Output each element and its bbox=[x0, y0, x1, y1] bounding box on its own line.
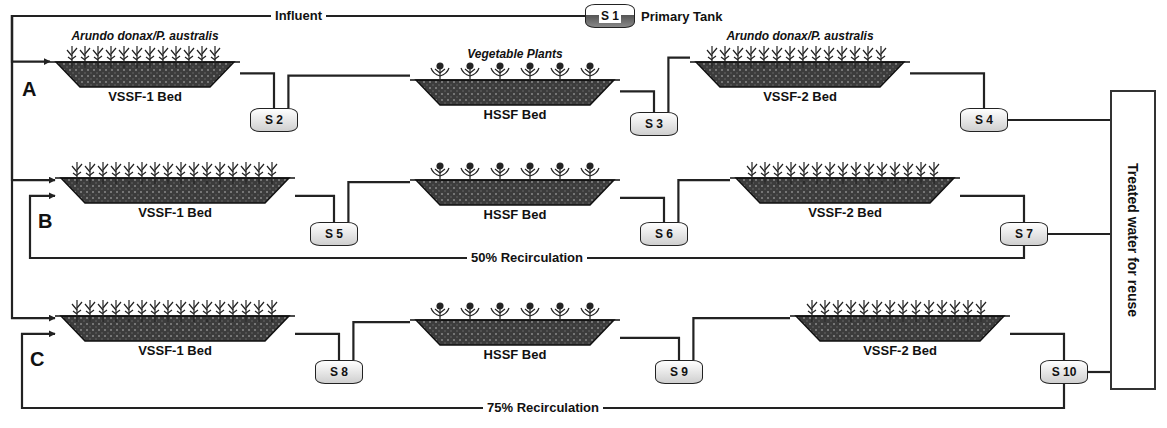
sampling-tank: S 4 bbox=[960, 108, 1008, 132]
tank-number: S 7 bbox=[1015, 227, 1033, 241]
wetland-bed: Arundo donax/P. australisVSSF-1 Bed bbox=[50, 26, 240, 105]
bed-label: VSSF-1 Bed bbox=[50, 89, 240, 105]
wetland-bed: Arundo donax/P. australisVSSF-2 Bed bbox=[690, 26, 910, 105]
tank-number: S 3 bbox=[645, 117, 663, 131]
row-letter: A bbox=[22, 78, 36, 100]
pipe-line bbox=[678, 180, 730, 222]
pipe-line bbox=[1008, 119, 1110, 121]
wetland-bed-drawing bbox=[690, 44, 910, 89]
sampling-tank: S 5 bbox=[310, 222, 358, 246]
row-letter: C bbox=[30, 348, 44, 370]
bed-label: VSSF-2 Bed bbox=[790, 343, 1010, 359]
tank-number: S 4 bbox=[975, 113, 993, 127]
outlet-box: Treated water for reuse bbox=[1110, 90, 1156, 390]
bed-label: VSSF-2 Bed bbox=[730, 205, 960, 221]
wetland-bed: VSSF-2 Bed bbox=[790, 296, 1010, 359]
edge-label: 75% Recirculation bbox=[483, 400, 603, 416]
wetland-bed: HSSF Bed bbox=[410, 160, 620, 223]
outlet-label: Treated water for reuse bbox=[1125, 163, 1141, 317]
edge-label: Influent bbox=[271, 8, 326, 24]
pipe-line bbox=[295, 196, 334, 222]
bed-label: HSSF Bed bbox=[410, 207, 620, 223]
wetland-bed-drawing bbox=[410, 62, 620, 107]
sampling-tank: S 10 bbox=[1040, 360, 1088, 384]
tank-number: S 6 bbox=[655, 227, 673, 241]
sampling-tank: S 2 bbox=[250, 108, 298, 132]
bed-label: HSSF Bed bbox=[410, 347, 620, 363]
wetland-bed: VSSF-2 Bed bbox=[730, 158, 960, 221]
wetland-bed-drawing bbox=[50, 44, 240, 89]
pipe-line bbox=[1048, 233, 1110, 235]
sampling-tank: S 3 bbox=[630, 112, 678, 136]
wetland-bed-drawing bbox=[790, 298, 1010, 343]
sampling-tank: S 6 bbox=[640, 222, 688, 246]
tank-number: S 1 bbox=[599, 9, 621, 23]
pipe-line bbox=[910, 73, 984, 108]
wetland-bed-drawing bbox=[410, 302, 620, 347]
tank-number: S 5 bbox=[325, 227, 343, 241]
pipe-line bbox=[1010, 334, 1064, 360]
wetland-bed: Vegetable PlantsHSSF Bed bbox=[410, 44, 620, 123]
pipe-line bbox=[620, 91, 654, 112]
wetland-bed-drawing bbox=[55, 160, 295, 205]
bed-label: VSSF-1 Bed bbox=[55, 205, 295, 221]
pipe-line bbox=[960, 196, 1024, 222]
pipe-line bbox=[620, 198, 664, 222]
primary-tank: S 1 Primary Tank bbox=[585, 4, 722, 28]
pipe-line bbox=[693, 318, 790, 360]
pipe-line bbox=[240, 73, 274, 108]
plant-label: Vegetable Plants bbox=[410, 46, 620, 62]
tank-number: S 2 bbox=[265, 113, 283, 127]
tank-number: S 8 bbox=[330, 365, 348, 379]
bed-label: HSSF Bed bbox=[410, 107, 620, 123]
pipe-line bbox=[1088, 371, 1110, 373]
sampling-tank: S 8 bbox=[315, 360, 363, 384]
flow-arrow bbox=[12, 16, 585, 318]
tank-shape: S 1 bbox=[585, 4, 635, 28]
wetland-bed-drawing bbox=[55, 298, 295, 343]
edge-label: 50% Recirculation bbox=[467, 250, 587, 266]
bed-label: VSSF-2 Bed bbox=[690, 89, 910, 105]
wetland-bed: VSSF-1 Bed bbox=[55, 296, 295, 359]
pipe-line bbox=[288, 76, 410, 108]
pipe-line bbox=[620, 338, 679, 360]
pipe-line bbox=[668, 58, 690, 112]
tank-number: S 9 bbox=[670, 365, 688, 379]
pipe-line bbox=[353, 322, 410, 360]
sampling-tank: S 7 bbox=[1000, 222, 1048, 246]
pipe-line bbox=[348, 182, 410, 222]
tank-number: S 10 bbox=[1052, 365, 1077, 379]
plant-label: Arundo donax/P. australis bbox=[50, 28, 240, 44]
tank-label: Primary Tank bbox=[641, 9, 722, 24]
plant-label: Arundo donax/P. australis bbox=[690, 28, 910, 44]
row-letter: B bbox=[38, 210, 52, 232]
wetland-bed: VSSF-1 Bed bbox=[55, 158, 295, 221]
wetland-bed-drawing bbox=[730, 160, 960, 205]
bed-label: VSSF-1 Bed bbox=[55, 343, 295, 359]
pipe-line bbox=[295, 334, 339, 360]
wetland-bed-drawing bbox=[410, 162, 620, 207]
sampling-tank: S 9 bbox=[655, 360, 703, 384]
wetland-bed: HSSF Bed bbox=[410, 300, 620, 363]
